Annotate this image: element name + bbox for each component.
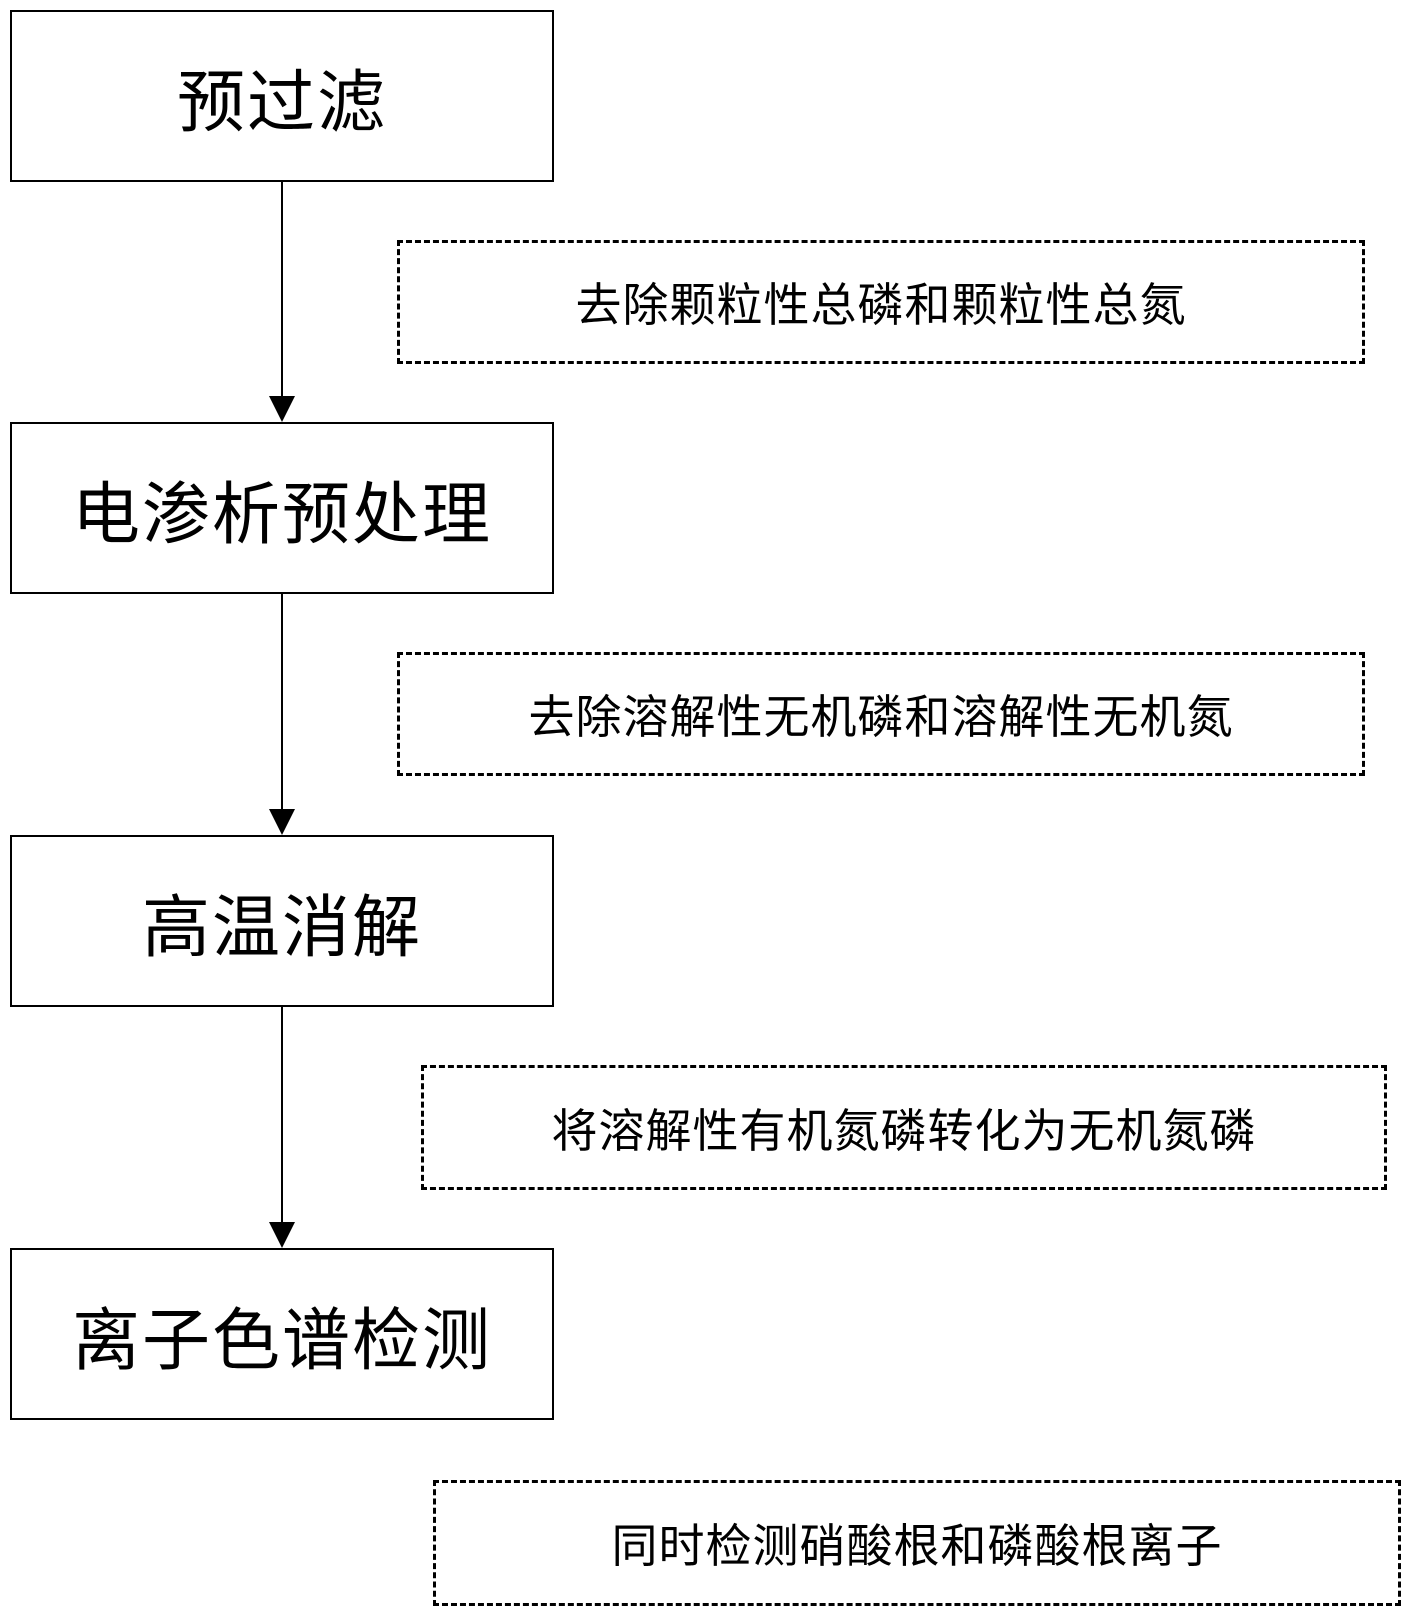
note-remove-particulate: 去除颗粒性总磷和颗粒性总氮 (397, 240, 1365, 364)
note-convert-organic-to-inorganic: 将溶解性有机氮磷转化为无机氮磷 (421, 1065, 1387, 1190)
arrow-2 (269, 594, 295, 835)
note-label: 去除颗粒性总磷和颗粒性总氮 (575, 278, 1187, 332)
step-high-temperature-digestion: 高温消解 (10, 835, 554, 1007)
step-label: 高温消解 (141, 888, 422, 968)
step-label: 电渗析预处理 (71, 475, 492, 555)
note-label: 同时检测硝酸根和磷酸根离子 (611, 1519, 1223, 1573)
step-label: 离子色谱检测 (71, 1301, 492, 1381)
arrow-3 (269, 1007, 295, 1248)
step-electrodialysis-pretreatment: 电渗析预处理 (10, 422, 554, 594)
step-ion-chromatography-detection: 离子色谱检测 (10, 1248, 554, 1420)
note-label: 去除溶解性无机磷和溶解性无机氮 (528, 690, 1234, 744)
step-label: 预过滤 (176, 63, 387, 143)
note-simultaneous-detection: 同时检测硝酸根和磷酸根离子 (433, 1480, 1401, 1606)
note-remove-dissolved-inorganic: 去除溶解性无机磷和溶解性无机氮 (397, 652, 1365, 776)
arrow-1 (269, 182, 295, 422)
step-prefiltration: 预过滤 (10, 10, 554, 182)
note-label: 将溶解性有机氮磷转化为无机氮磷 (551, 1103, 1257, 1158)
